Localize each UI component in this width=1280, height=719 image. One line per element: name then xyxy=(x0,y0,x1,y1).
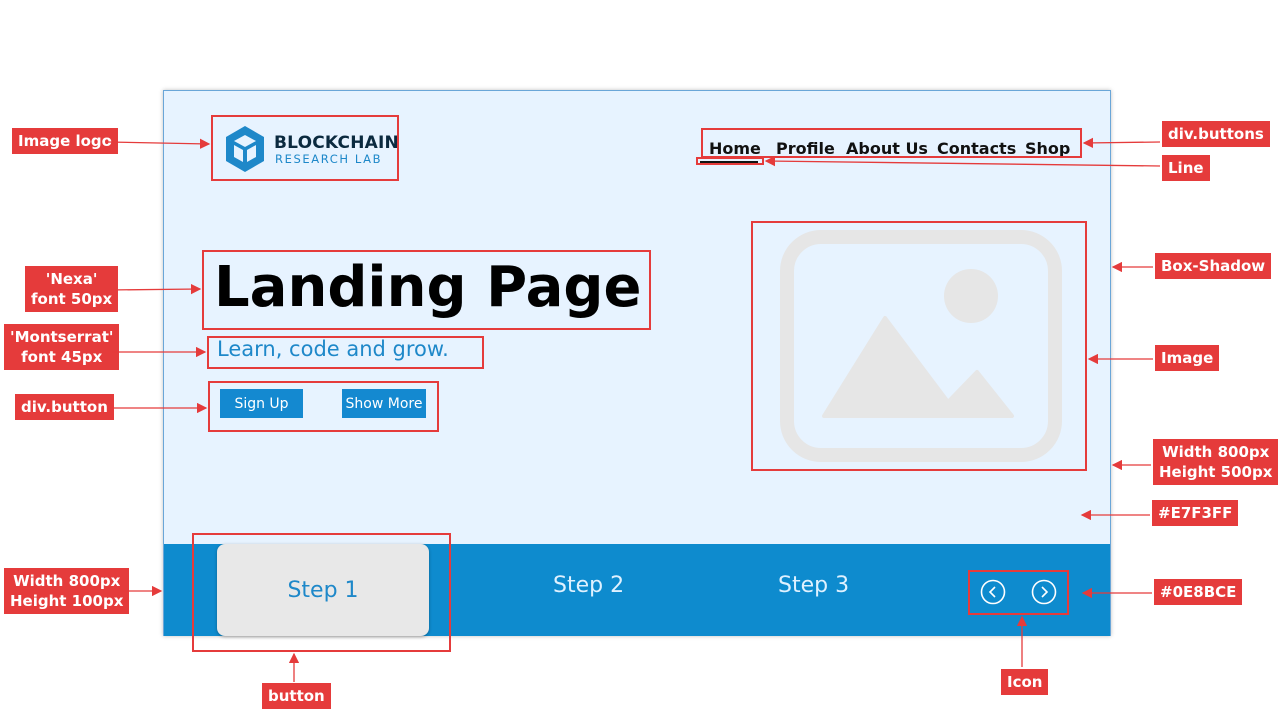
label-div-button: div.button xyxy=(15,394,114,420)
buttons-highlight xyxy=(208,381,439,432)
hero-subtitle: Learn, code and grow. xyxy=(217,337,449,361)
label-image-logo: Image logo xyxy=(12,128,118,154)
logo-name: BLOCKCHAIN xyxy=(274,133,399,153)
logo-highlight xyxy=(211,115,399,181)
line-highlight xyxy=(696,157,764,165)
nav-home[interactable]: Home xyxy=(709,139,761,158)
nav-shop[interactable]: Shop xyxy=(1025,139,1071,158)
label-button: button xyxy=(262,683,331,709)
label-page-size: Width 800px Height 500px xyxy=(1153,439,1279,485)
image-placeholder-icon xyxy=(780,230,1062,462)
nav-highlight xyxy=(701,128,1082,158)
show-more-button[interactable]: Show More xyxy=(342,389,426,418)
image-highlight xyxy=(751,221,1087,471)
label-nexa-font: 'Nexa' font 50px xyxy=(25,266,119,312)
logo-tagline: RESEARCH LAB xyxy=(275,152,383,166)
label-footer-size: Width 800px Height 100px xyxy=(4,568,130,614)
label-line: Line xyxy=(1162,155,1210,181)
title-highlight xyxy=(202,250,651,330)
chevron-right-circle-icon[interactable] xyxy=(1031,579,1057,605)
nav-underline xyxy=(700,161,758,163)
step-1-button[interactable]: Step 1 xyxy=(217,544,429,636)
label-montserrat-font: 'Montserrat' font 45px xyxy=(4,324,120,370)
label-image: Image xyxy=(1155,345,1220,371)
step-3-button[interactable]: Step 3 xyxy=(778,573,850,598)
nav-about-us[interactable]: About Us xyxy=(846,139,928,158)
nav-contacts[interactable]: Contacts xyxy=(937,139,1017,158)
nav-profile[interactable]: Profile xyxy=(776,139,835,158)
hero-title: Landing Page xyxy=(214,255,642,320)
label-bg-color: #E7F3FF xyxy=(1152,500,1239,526)
step-button-highlight xyxy=(192,533,451,652)
label-footer-color: #0E8BCE xyxy=(1154,579,1243,605)
chevron-left-circle-icon[interactable] xyxy=(980,579,1006,605)
icons-highlight xyxy=(968,570,1069,615)
label-icon: Icon xyxy=(1001,669,1049,695)
label-box-shadow: Box-Shadow xyxy=(1155,253,1272,279)
label-div-buttons: div.buttons xyxy=(1162,121,1270,147)
step-2-button[interactable]: Step 2 xyxy=(553,573,625,598)
sign-up-button[interactable]: Sign Up xyxy=(220,389,303,418)
subtitle-highlight xyxy=(207,336,484,369)
cube-logo-icon xyxy=(226,126,264,172)
